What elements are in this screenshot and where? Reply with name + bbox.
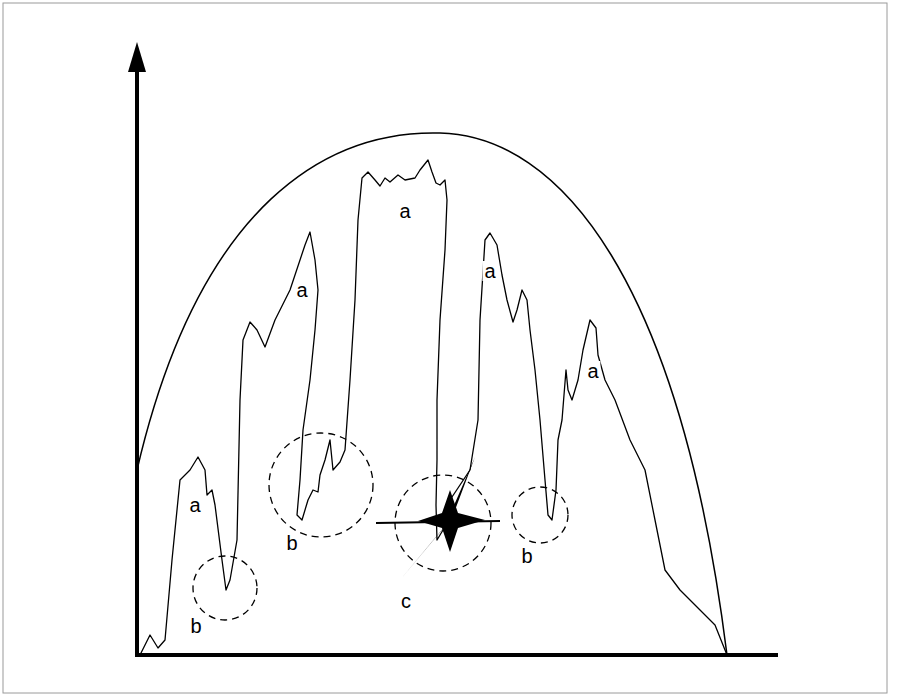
part-label: a xyxy=(585,361,600,381)
part-label: a xyxy=(482,261,497,281)
part-label: c xyxy=(399,591,413,611)
part-label: b xyxy=(519,546,534,566)
x-axis xyxy=(135,653,778,657)
star-symbol xyxy=(376,457,500,580)
axis-arrowhead xyxy=(128,42,146,72)
jagged-profile xyxy=(140,160,727,655)
part-label: a xyxy=(397,201,412,221)
part-label: a xyxy=(294,280,309,300)
dashed-circles xyxy=(193,433,568,620)
frame xyxy=(3,3,887,693)
envelope-curve xyxy=(137,133,727,655)
part-label: b xyxy=(284,533,299,553)
part-label: a xyxy=(187,495,202,515)
part-label: b xyxy=(188,616,203,636)
y-axis xyxy=(135,68,139,657)
